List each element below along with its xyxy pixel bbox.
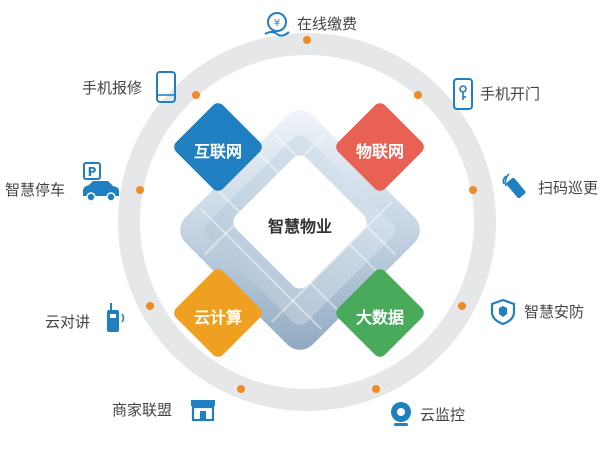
camera-icon bbox=[391, 402, 411, 426]
ring-dot bbox=[469, 186, 477, 194]
ring-dot bbox=[414, 91, 422, 99]
quadrant-bigdata-label: 大数据 bbox=[355, 308, 404, 327]
walkie-talkie-icon bbox=[107, 303, 125, 332]
ring-dot bbox=[372, 385, 380, 393]
quadrant-internet bbox=[174, 103, 262, 191]
quadrant-internet-label: 互联网 bbox=[193, 142, 242, 161]
quadrant-cloud-label: 云计算 bbox=[193, 308, 242, 327]
svg-text:¥: ¥ bbox=[274, 18, 280, 29]
service-cloud-intercom: 云对讲 bbox=[45, 313, 91, 331]
svg-text:P: P bbox=[88, 165, 97, 179]
scanner-icon bbox=[502, 173, 526, 199]
service-scan-patrol: 扫码巡更 bbox=[538, 179, 599, 197]
quadrant-iot bbox=[336, 103, 424, 191]
hand-coin-icon: ¥ bbox=[264, 12, 290, 37]
ring-dot bbox=[136, 186, 144, 194]
quadrant-cloud bbox=[174, 269, 262, 357]
center-title: 智慧物业 bbox=[267, 217, 332, 236]
service-cloud-monitor: 云监控 bbox=[420, 406, 466, 424]
service-online-payment: 在线缴费 bbox=[297, 15, 358, 33]
ring-dot bbox=[303, 36, 311, 44]
quadrant-iot-label: 物联网 bbox=[355, 142, 404, 161]
ring-dot bbox=[146, 302, 154, 310]
service-merchant-alliance: 商家联盟 bbox=[112, 401, 173, 419]
shop-icon bbox=[191, 400, 215, 422]
shield-icon bbox=[490, 298, 516, 326]
phone-key-icon bbox=[453, 78, 473, 110]
ring-dot bbox=[237, 385, 245, 393]
service-smart-parking: 智慧停车 bbox=[5, 181, 66, 199]
service-mobile-door: 手机开门 bbox=[480, 85, 541, 103]
center-diamond bbox=[233, 155, 367, 289]
quadrant-bigdata bbox=[336, 269, 424, 357]
parking-car-icon: P bbox=[83, 162, 119, 202]
service-mobile-repair: 手机报修 bbox=[82, 79, 143, 97]
service-smart-security: 智慧安防 bbox=[524, 303, 585, 321]
phone-icon bbox=[156, 71, 176, 103]
ring-dot bbox=[192, 91, 200, 99]
ring-dot bbox=[458, 302, 466, 310]
